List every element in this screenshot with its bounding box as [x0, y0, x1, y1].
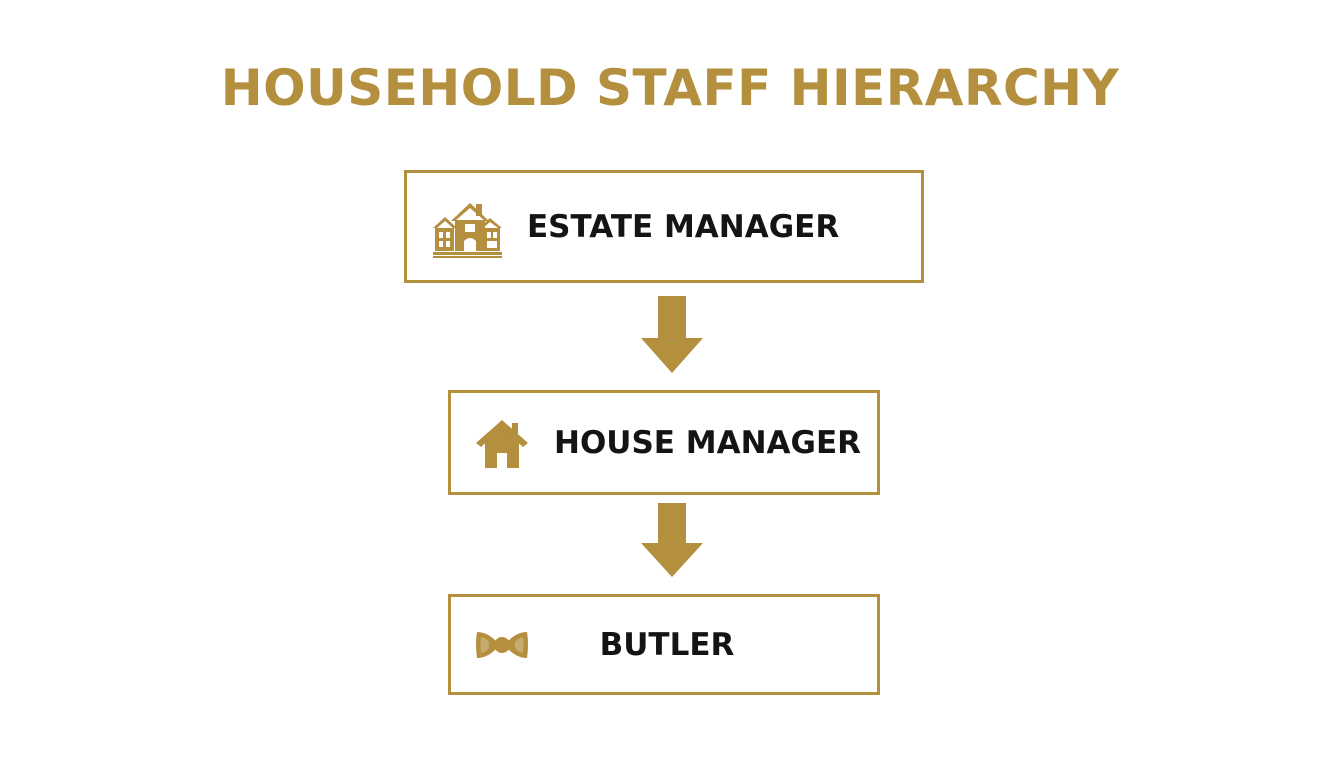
down-arrow-icon [641, 296, 703, 373]
estate-icon [433, 203, 502, 258]
node-label: ESTATE MANAGER [527, 208, 840, 245]
house-icon [476, 420, 528, 468]
node-house-manager: HOUSE MANAGER [448, 390, 880, 495]
bow-tie-icon [476, 632, 528, 658]
node-label: BUTLER [599, 626, 735, 663]
diagram-title: HOUSEHOLD STAFF HIERARCHY [220, 59, 1120, 117]
node-estate-manager: ESTATE MANAGER [404, 170, 924, 283]
node-label: HOUSE MANAGER [554, 424, 862, 461]
down-arrow-icon [641, 503, 703, 577]
node-butler: BUTLER [448, 594, 880, 695]
